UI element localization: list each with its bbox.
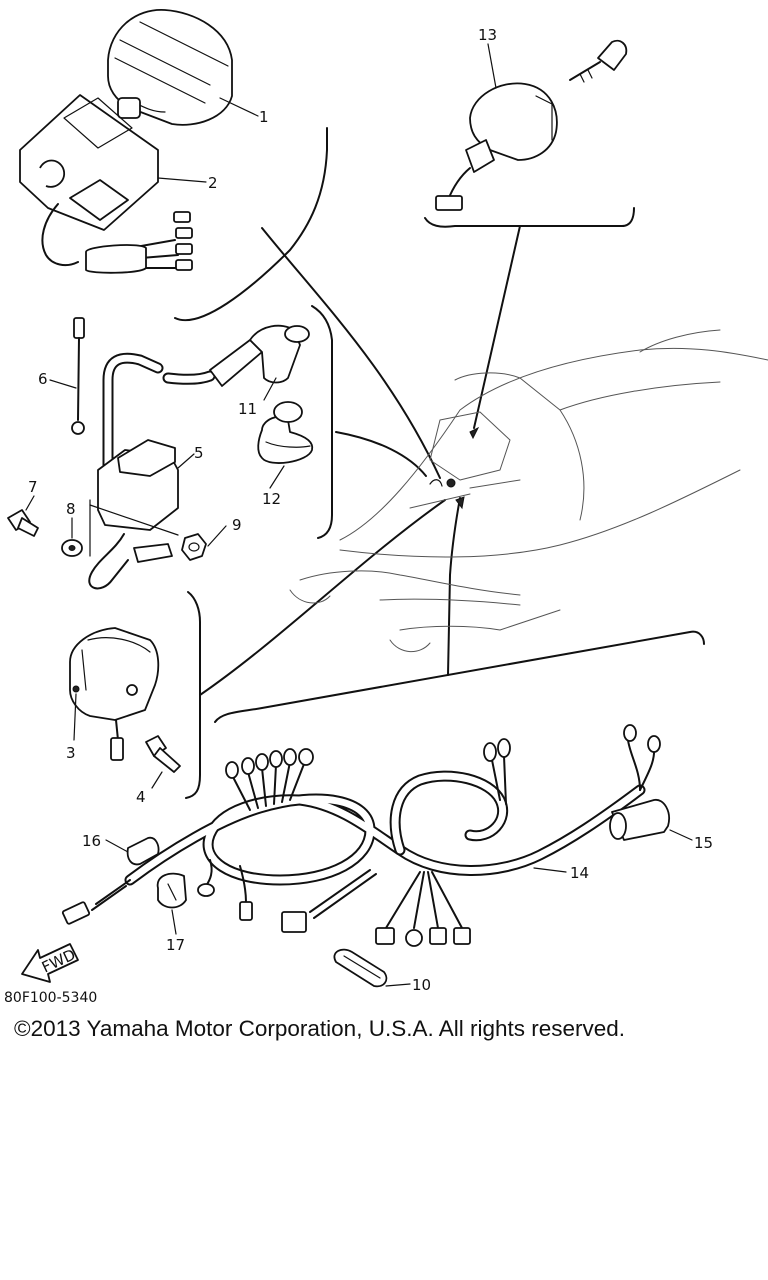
leader-line-coil — [335, 431, 427, 477]
callout-1: 1 — [259, 108, 269, 126]
callouts: 1 2 3 4 5 6 7 8 9 10 11 12 13 14 15 16 1… — [28, 26, 713, 994]
leader-line-to-harness-point — [261, 227, 441, 479]
arrowhead-harness — [455, 496, 465, 510]
leader-line-cdi — [199, 499, 446, 696]
part-4-screw — [145, 735, 181, 773]
leader-line-harness — [447, 497, 461, 676]
part-9-nut — [181, 533, 207, 561]
callout-14: 14 — [570, 864, 589, 882]
callout-leaders — [25, 43, 693, 987]
group-bracket-middle — [311, 305, 333, 539]
ignition-key-icon — [569, 39, 628, 83]
callout-6: 6 — [38, 370, 48, 388]
part-14-wire-harness — [61, 724, 661, 947]
part-3-cdi-unit — [69, 627, 160, 761]
fwd-label: FWD — [39, 945, 78, 976]
group-bracket-top-right — [424, 207, 635, 228]
arrowhead-ignition — [469, 426, 480, 440]
callout-17: 17 — [166, 936, 185, 954]
part-1-grip — [107, 9, 233, 126]
callout-3: 3 — [66, 744, 76, 762]
callout-16: 16 — [82, 832, 101, 850]
callout-2: 2 — [208, 174, 218, 192]
diagram-code: 80F100-5340 — [4, 990, 98, 1006]
copyright-notice: ©2013 Yamaha Motor Corporation, U.S.A. A… — [14, 1016, 626, 1041]
callout-12: 12 — [262, 490, 281, 508]
callout-11: 11 — [238, 400, 257, 418]
part-2-switch-housing — [19, 94, 193, 274]
part-10-band — [333, 948, 388, 988]
vehicle-body-outline — [289, 329, 768, 653]
part-15-sleeve — [609, 799, 670, 841]
group-bracket-left — [185, 591, 201, 799]
part-17-clamp — [156, 872, 187, 909]
callout-4: 4 — [136, 788, 146, 806]
parts-diagram: FWD 1 2 3 4 5 6 7 8 9 10 11 12 13 14 — [7, 9, 768, 994]
callout-9: 9 — [232, 516, 242, 534]
part-5-ignition-coil — [88, 352, 179, 590]
callout-5: 5 — [194, 444, 204, 462]
group-bracket-top-left — [174, 127, 328, 322]
part-8-washer — [61, 539, 83, 557]
callout-13: 13 — [478, 26, 497, 44]
fwd-arrow-icon: FWD — [21, 943, 79, 983]
part-12-rubber-cap — [257, 401, 314, 464]
part-13-main-switch — [435, 39, 628, 211]
leader-line-ignition-switch — [473, 225, 521, 429]
group-bracket-harness — [214, 630, 705, 723]
part-7-bolt — [7, 509, 39, 537]
part-6-ground-lead — [71, 317, 85, 435]
part-16-cap — [126, 836, 160, 866]
callout-15: 15 — [694, 834, 713, 852]
callout-10: 10 — [412, 976, 431, 994]
callout-8: 8 — [66, 500, 76, 518]
part-11-plug-cap — [162, 324, 310, 387]
callout-7: 7 — [28, 478, 38, 496]
